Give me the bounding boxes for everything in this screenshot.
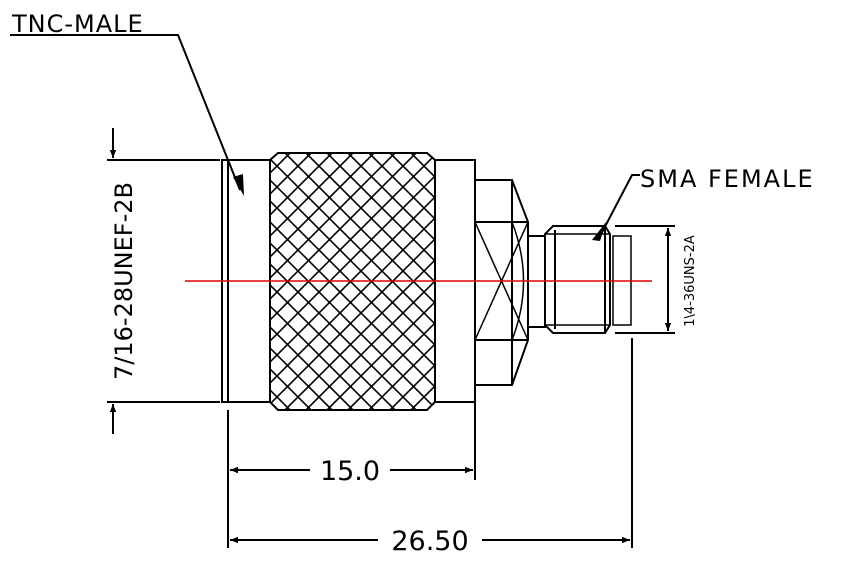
right-thread-label: 1\4-36UNS-2A — [683, 235, 698, 327]
length-dimensions: 15.0 26.50 — [227, 338, 633, 557]
sma-body — [544, 225, 632, 334]
knurl-hatch-line — [270, 153, 354, 410]
knurl-hatch-line — [270, 153, 396, 410]
knurl-hatch-line — [368, 153, 435, 410]
left-thread-dimension: 7/16-28UNEF-2B — [107, 128, 220, 434]
knurl-hatch-line — [270, 153, 375, 410]
sma-leader-line — [597, 174, 640, 241]
leader-arrow-icon — [592, 222, 606, 241]
tnc-male-label: TNC-MALE — [11, 10, 144, 38]
knurl-hatch-line — [389, 153, 435, 410]
sma-female-label: SMA FEMALE — [640, 165, 815, 193]
knurl-hatch-line — [270, 153, 354, 410]
right-thread-dimension: 1\4-36UNS-2A — [615, 225, 698, 334]
knurl-hatch-line — [326, 153, 435, 410]
knurl-hatch-line — [270, 153, 396, 410]
left-thread-label: 7/16-28UNEF-2B — [110, 182, 138, 380]
overall-length-label: 26.50 — [391, 526, 468, 557]
knurl-hatch-line — [270, 153, 333, 410]
sma-female-callout: SMA FEMALE — [592, 165, 815, 241]
knurl-hatch-line — [347, 153, 435, 410]
knurl-hatch-line — [270, 153, 375, 410]
hex-nut — [474, 179, 529, 386]
leader-arrow-icon — [233, 174, 244, 196]
knurl-hatch-line — [389, 153, 435, 410]
knurl-hatch-line — [270, 153, 333, 410]
knurl-hatch-line — [368, 153, 435, 410]
knurl-hatch-line — [326, 153, 435, 410]
knurl-hatch-line — [347, 153, 435, 410]
tnc-male-callout: TNC-MALE — [10, 10, 244, 196]
length-15-label: 15.0 — [320, 456, 380, 487]
tnc-leader-line — [10, 34, 241, 191]
